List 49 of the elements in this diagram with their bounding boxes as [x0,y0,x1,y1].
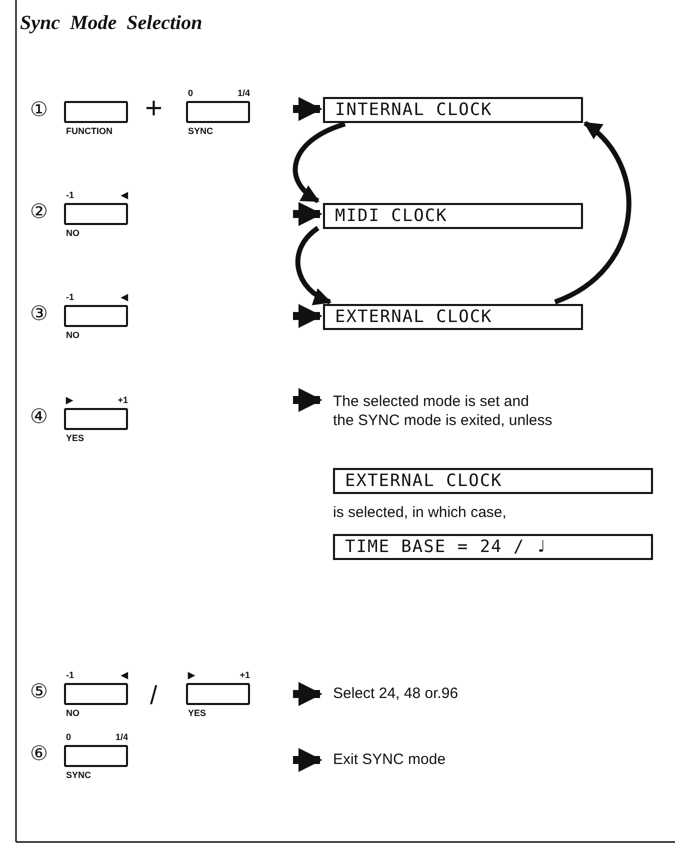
result-text: Select 24, 48 or.96 [333,684,553,703]
cycle-arrow [295,226,332,304]
slash-sign: / [150,680,158,710]
result-text: The selected mode is set and the SYNC mode is exited, unless [333,392,553,430]
block-arrow [293,682,322,706]
key-label: 0 [66,732,72,742]
key-label: +1 [240,670,250,680]
key-label: ▶ [66,395,73,405]
key-label: ◀ [121,190,128,200]
key-label: FUNCTION [66,126,112,136]
key-label: YES [66,433,84,443]
lcd-display: TIME BASE = 24 / ♩ [333,534,653,560]
key-label: ▶ [188,670,195,680]
key-label: +1 [118,395,128,405]
cycle-arrow [554,121,632,304]
result-text: Exit SYNC mode [333,750,553,769]
page-title: Sync Mode Selection [20,12,202,35]
key-label: 0 [188,88,194,98]
step-number: ③ [30,302,48,326]
step-number: ② [30,200,48,224]
plus-sign: + [145,92,163,126]
key-label: -1 [66,292,74,302]
block-arrow [293,748,322,772]
lcd-display: MIDI CLOCK [323,203,583,229]
key-label: ◀ [121,670,128,680]
step-number: ① [30,98,48,122]
key-label: NO [66,708,80,718]
block-arrow [293,202,322,226]
key-label: SYNC [66,770,92,780]
key-label: ◀ [121,292,128,302]
key-label: NO [66,228,80,238]
key-label: -1 [66,190,74,200]
lcd-display: INTERNAL CLOCK [323,97,583,123]
key-label: -1 [66,670,74,680]
key-label: 1/4 [237,88,250,98]
step-number: ⑥ [30,742,48,766]
lcd-display: EXTERNAL CLOCK [323,304,583,330]
step-number: ④ [30,405,48,429]
key-label: NO [66,330,80,340]
block-arrow [293,97,322,121]
step-number: ⑤ [30,680,48,704]
lcd-display: EXTERNAL CLOCK [333,468,653,494]
result-text: is selected, in which case, [333,503,506,522]
block-arrow [293,304,322,328]
cycle-arrow [292,122,346,204]
block-arrow [293,388,322,412]
key-label: SYNC [188,126,214,136]
key-label: YES [188,708,206,718]
key-label: 1/4 [115,732,128,742]
